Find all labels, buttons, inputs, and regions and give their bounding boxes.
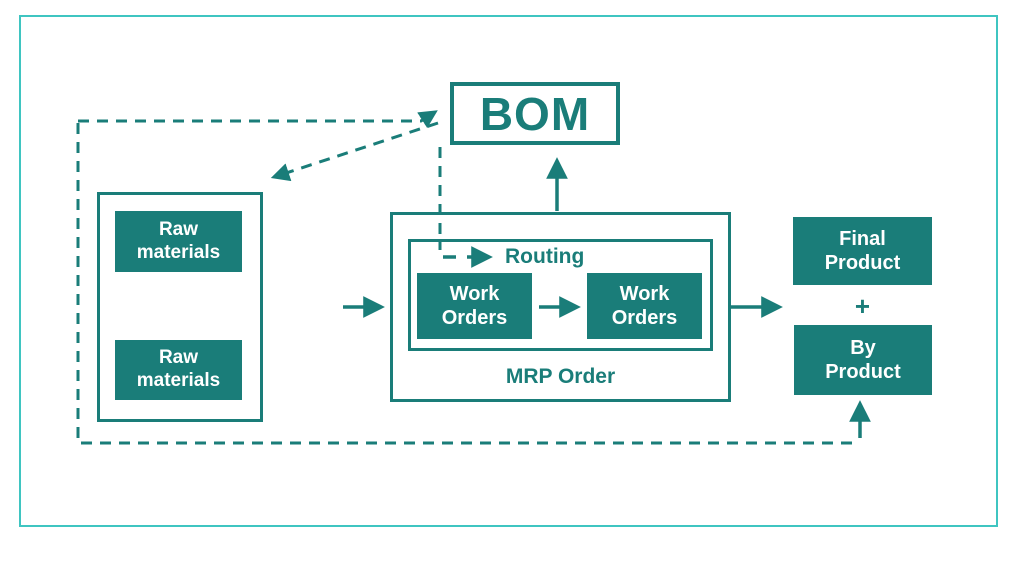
by-product-node: By Product	[794, 325, 932, 395]
bom-node: BOM	[450, 82, 620, 145]
final-product-node: Final Product	[793, 217, 932, 285]
work-orders-node-1: Work Orders	[417, 273, 532, 339]
raw-materials-group	[97, 192, 263, 422]
mrp-order-label: MRP Order	[505, 365, 616, 388]
routing-label: Routing	[505, 245, 585, 268]
routing-box	[408, 239, 713, 351]
raw-materials-node-1: Raw materials	[115, 211, 242, 272]
plus-sign: +	[854, 290, 871, 321]
work-orders-node-2: Work Orders	[587, 273, 702, 339]
raw-materials-node-2: Raw materials	[115, 340, 242, 400]
mrp-order-box	[390, 212, 731, 402]
